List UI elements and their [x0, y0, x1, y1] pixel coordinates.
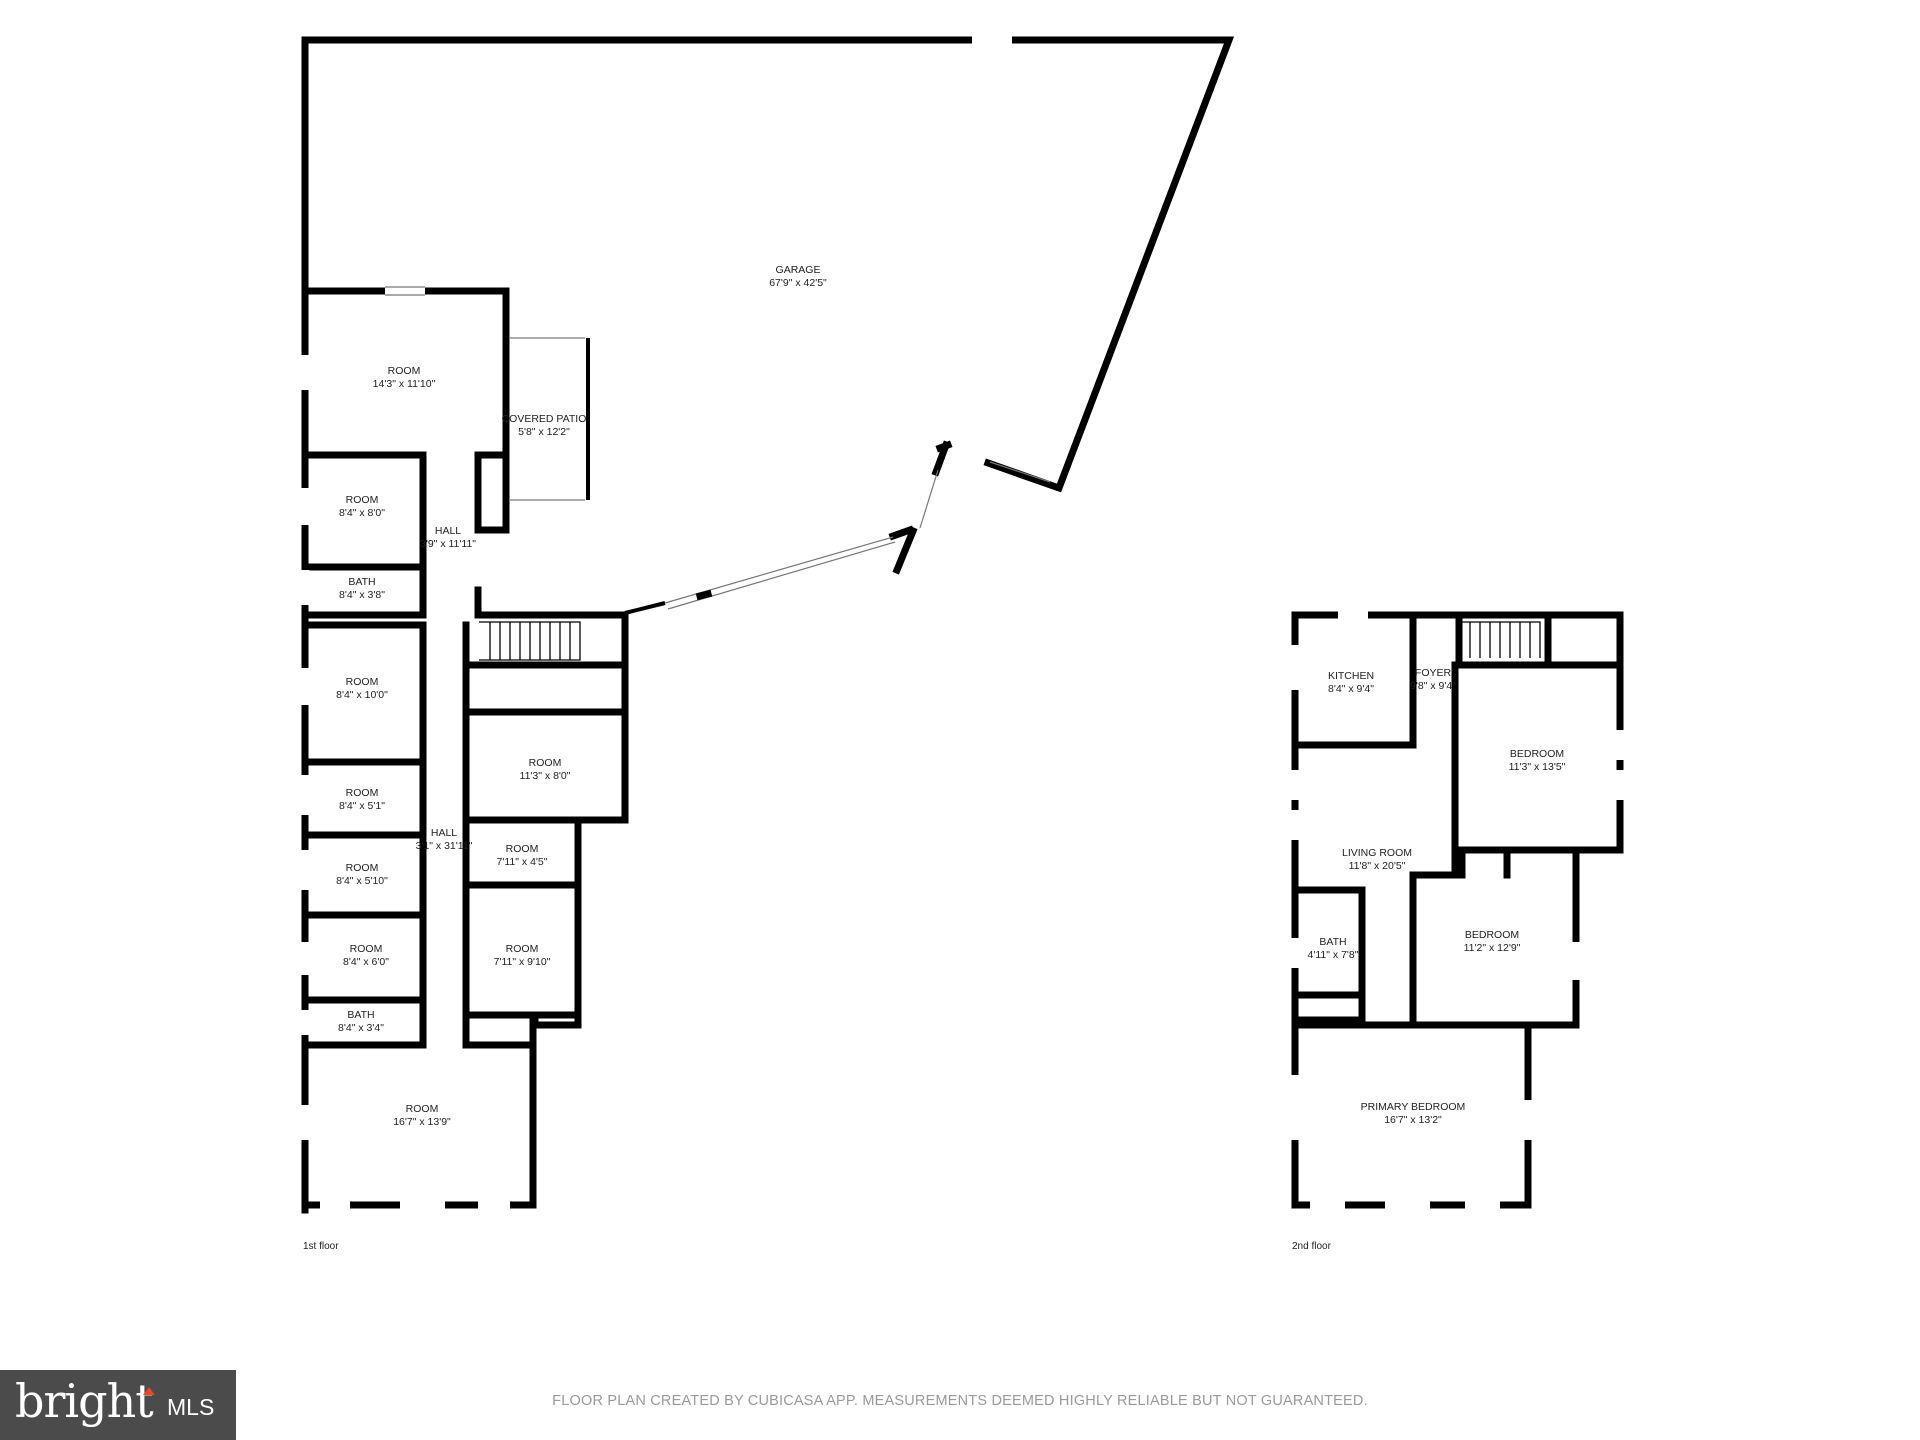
- disclaimer-text: FLOOR PLAN CREATED BY CUBICASA APP. MEAS…: [552, 1393, 1368, 1409]
- first-floor-plan: [300, 35, 1235, 1214]
- room-name-room-3: ROOM: [346, 676, 379, 688]
- room-name-room-2: ROOM: [346, 494, 379, 506]
- room-dims-room-2: 8'4" x 8'0": [339, 507, 385, 519]
- room-name-garage: GARAGE: [776, 264, 821, 276]
- room-name-hall-2: HALL: [431, 827, 457, 839]
- first-floor-label: 1st floor: [303, 1241, 339, 1252]
- logo-suffix-text: MLS: [167, 1394, 215, 1420]
- room-name-room-4: ROOM: [529, 757, 562, 769]
- room-dims-living-room: 11'8" x 20'5": [1349, 860, 1406, 872]
- room-name-primary-bedroom: PRIMARY BEDROOM: [1361, 1101, 1466, 1113]
- room-name-bath-2: BATH: [347, 1009, 374, 1021]
- room-dims-foyer: 9'8" x 9'4": [1410, 680, 1456, 692]
- room-name-room-8: ROOM: [350, 943, 383, 955]
- room-name-room-5: ROOM: [346, 787, 379, 799]
- room-dims-bath-3: 4'11" x 7'8": [1308, 949, 1359, 961]
- room-name-kitchen: KITCHEN: [1328, 670, 1374, 682]
- room-name-living-room: LIVING ROOM: [1342, 847, 1412, 859]
- room-dims-covered-patio: 5'8" x 12'2": [518, 426, 570, 438]
- logo-accent-icon: [143, 1387, 155, 1395]
- room-labels: GARAGE 67'9" x 42'5" ROOM 14'3" x 11'10"…: [336, 264, 1566, 1128]
- room-name-room-6: ROOM: [506, 843, 539, 855]
- room-name-bath-1: BATH: [348, 576, 375, 588]
- room-dims-room-10: 16'7" x 13'9": [393, 1116, 451, 1128]
- room-dims-room-8: 8'4" x 6'0": [343, 956, 389, 968]
- room-name-foyer: FOYER: [1415, 667, 1452, 679]
- room-name-room-9: ROOM: [506, 943, 539, 955]
- room-dims-room-1: 14'3" x 11'10": [373, 378, 436, 390]
- room-dims-room-4: 11'3" x 8'0": [520, 770, 571, 782]
- room-dims-bath-2: 8'4" x 3'4": [338, 1022, 384, 1034]
- second-floor-plan: [1290, 610, 1625, 1210]
- room-dims-garage: 67'9" x 42'5": [769, 277, 827, 289]
- logo-brand-text: bright: [15, 1374, 154, 1428]
- room-name-hall-1: HALL: [435, 525, 461, 537]
- room-name-room-1: ROOM: [388, 365, 421, 377]
- room-name-bedroom-1: BEDROOM: [1510, 748, 1564, 760]
- room-dims-hall-1: 3'9" x 11'11": [420, 538, 476, 550]
- room-dims-bedroom-2: 11'2" x 12'9": [1464, 942, 1521, 954]
- room-dims-hall-2: 3'1" x 31'11": [416, 840, 473, 852]
- room-dims-kitchen: 8'4" x 9'4": [1328, 683, 1374, 695]
- room-dims-bath-1: 8'4" x 3'8": [339, 589, 385, 601]
- room-dims-bedroom-1: 11'3" x 13'5": [1509, 761, 1566, 773]
- room-dims-room-5: 8'4" x 5'1": [339, 800, 385, 812]
- room-name-bedroom-2: BEDROOM: [1465, 929, 1519, 941]
- room-dims-primary-bedroom: 16'7" x 13'2": [1384, 1114, 1442, 1126]
- room-name-room-10: ROOM: [406, 1103, 439, 1115]
- room-dims-room-6: 7'11" x 4'5": [497, 856, 548, 868]
- room-name-covered-patio: COVERED PATIO: [502, 413, 587, 425]
- second-floor-label: 2nd floor: [1292, 1241, 1331, 1252]
- room-name-bath-3: BATH: [1319, 936, 1346, 948]
- room-dims-room-3: 8'4" x 10'0": [336, 689, 388, 701]
- room-name-room-7: ROOM: [346, 862, 379, 874]
- room-dims-room-7: 8'4" x 5'10": [336, 875, 388, 887]
- room-dims-room-9: 7'11" x 9'10": [494, 956, 551, 968]
- bright-mls-logo: bright MLS: [0, 1370, 236, 1440]
